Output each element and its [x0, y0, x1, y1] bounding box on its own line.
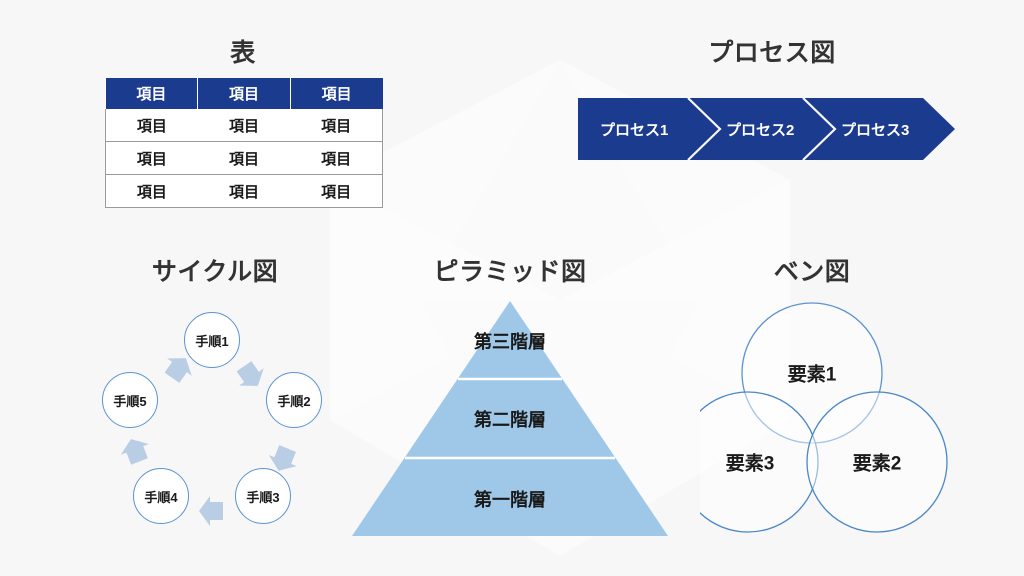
table-row: 項目 項目 項目	[104, 109, 384, 142]
process-diagram: プロセス1 プロセス2 プロセス3	[578, 97, 958, 161]
cycle-node: 手順3	[235, 468, 291, 524]
table-cell: 項目	[290, 109, 384, 142]
cycle-arrow-icon	[164, 358, 192, 383]
table-row: 項目 項目 項目	[104, 174, 384, 208]
cycle-node: 手順1	[184, 312, 240, 368]
table-row: 項目 項目 項目	[104, 141, 384, 175]
process-step-label: プロセス2	[726, 122, 795, 139]
venn-circle-label: 要素3	[725, 453, 775, 475]
pyramid-tier-label: 第三階層	[474, 332, 546, 352]
table-cell: 項目	[290, 141, 384, 175]
cycle-node: 手順5	[102, 372, 158, 428]
cycle-arrow-icon	[236, 361, 264, 386]
cycle-node: 手順2	[266, 372, 322, 428]
table-cell: 項目	[290, 174, 384, 208]
pyramid-tier-label: 第二階層	[474, 410, 546, 430]
process-step-label: プロセス1	[600, 122, 669, 139]
table-header-cell: 項目	[197, 78, 291, 109]
pyramid-diagram: 第三階層 第二階層 第一階層	[350, 296, 670, 541]
table-cell: 項目	[104, 141, 198, 175]
venn-diagram: 要素1 要素2 要素3	[677, 296, 950, 546]
venn-circle-label: 要素2	[852, 453, 902, 475]
cycle-arrows-layer	[120, 358, 297, 526]
table-cell: 項目	[104, 174, 198, 208]
venn-section-title: ベン図	[773, 258, 851, 286]
cycle-diagram: 手順1 手順2 手順3 手順4 手順5	[80, 300, 350, 545]
diagram-table: 項目 項目 項目 項目 項目 項目 項目 項目 項目 項目 項目	[104, 78, 384, 208]
cycle-arrow-icon	[120, 439, 149, 465]
pyramid-section-title: ピラミッド図	[433, 258, 587, 286]
table-cell: 項目	[104, 109, 198, 142]
table-cell: 項目	[197, 109, 291, 142]
cycle-section-title: サイクル図	[151, 258, 279, 286]
table-header-cell: 項目	[289, 78, 383, 109]
process-step-label: プロセス3	[841, 122, 910, 139]
cycle-arrow-icon	[199, 496, 223, 526]
venn-circle-label: 要素1	[787, 364, 837, 386]
table-cell: 項目	[197, 174, 291, 208]
cycle-arrow-icon	[268, 445, 297, 471]
pyramid-tier-label: 第一階層	[474, 490, 546, 510]
table-cell: 項目	[197, 141, 291, 175]
process-section-title: プロセス図	[708, 39, 836, 67]
table-container: 項目 項目 項目 項目 項目 項目 項目 項目 項目 項目 項目	[104, 78, 384, 208]
venn-circles-shape	[677, 302, 948, 533]
table-header-row: 項目 項目 項目	[105, 78, 383, 109]
cycle-node: 手順4	[133, 468, 189, 524]
table-header-cell: 項目	[105, 78, 199, 109]
table-section-title: 表	[230, 39, 256, 67]
